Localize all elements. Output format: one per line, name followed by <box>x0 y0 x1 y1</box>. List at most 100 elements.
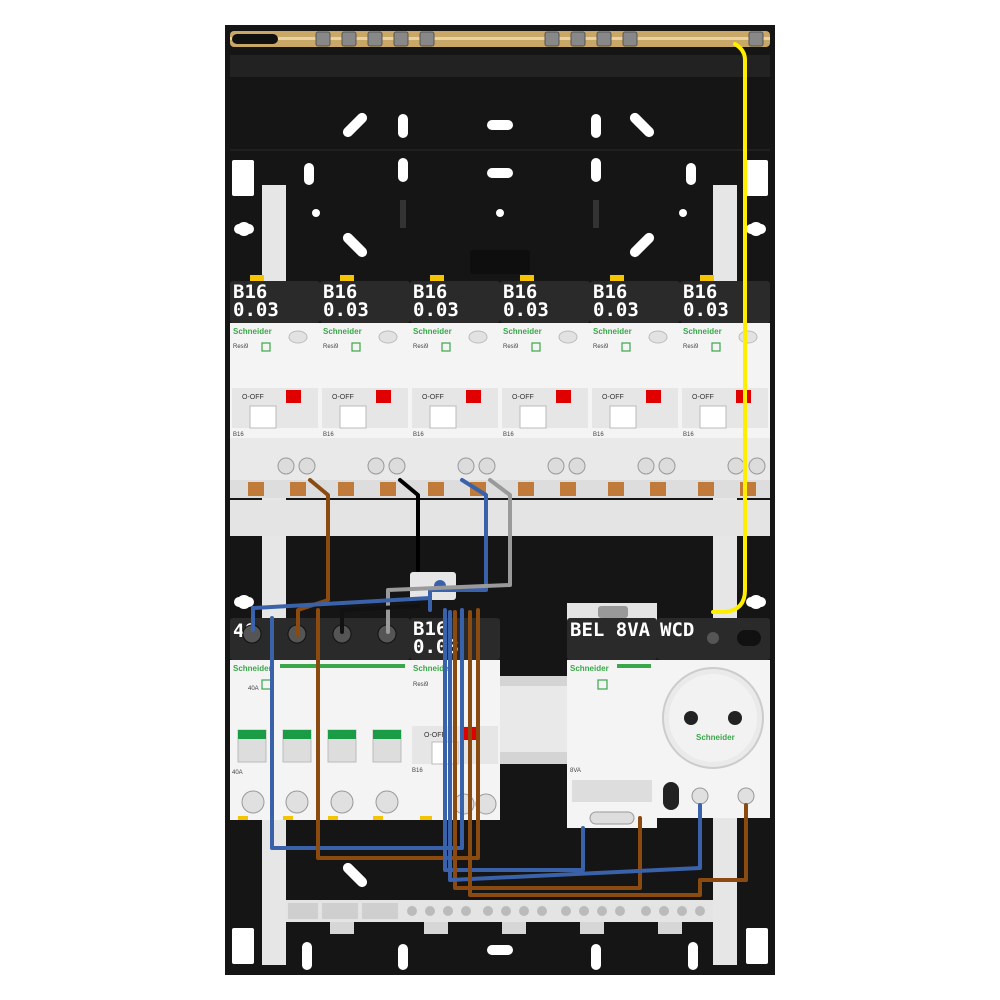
test-button[interactable] <box>288 330 308 344</box>
rcbo-sensitivity: 0.03 <box>413 299 459 321</box>
rcbo-b-mark: B16 <box>683 432 694 438</box>
off-text: O-OFF <box>602 394 624 401</box>
test-button[interactable] <box>738 330 758 344</box>
blank-cover-strip <box>230 500 770 536</box>
rcbo-lever[interactable] <box>429 405 457 429</box>
rcbo-clip <box>430 275 444 281</box>
trip-indicator <box>286 390 301 403</box>
test-button[interactable] <box>378 330 398 344</box>
test-button[interactable] <box>648 330 668 344</box>
rcbo-bottom-rating: B16 <box>413 618 447 640</box>
off-text: O-OFF <box>422 394 444 401</box>
socket-label: WCD <box>660 619 694 641</box>
terminal-screw <box>748 457 766 475</box>
line-wire <box>398 478 420 572</box>
rcbo-brand: Schneider <box>503 327 542 336</box>
terminal-screw <box>388 457 406 475</box>
svg-text:Schneider: Schneider <box>696 733 735 742</box>
terminal-screw <box>298 457 316 475</box>
terminal-screw <box>568 457 586 475</box>
grey-wire <box>386 478 512 634</box>
terminal-screw <box>658 457 676 475</box>
rcbo-b-mark: B16 <box>413 432 424 438</box>
terminal-screw <box>367 457 385 475</box>
off-text: O-OFF <box>332 394 354 401</box>
rcbo-series: Resi9 <box>683 344 699 350</box>
rcbo-clip <box>700 275 714 281</box>
bell-transformer-label: BEL 8VA <box>570 619 651 641</box>
trip-indicator <box>646 390 661 403</box>
rcbo-series: Resi9 <box>593 344 609 350</box>
bell-transformer: BEL 8VA Schneider 8VA <box>567 603 657 828</box>
rcbo-brand: Schneider <box>323 327 362 336</box>
rcbo-rating: B16 <box>503 281 537 303</box>
test-button[interactable] <box>558 330 578 344</box>
cover-recess <box>470 250 530 274</box>
trip-indicator <box>556 390 571 403</box>
rcbo-clip <box>250 275 264 281</box>
rcbo-rating: B16 <box>683 281 717 303</box>
rcbo-series: Resi9 <box>233 344 249 350</box>
terminal-strip <box>286 900 713 934</box>
rcbo-brand: Schneider <box>413 327 452 336</box>
rcbo-b-mark: B16 <box>593 432 604 438</box>
connector-block <box>410 572 456 600</box>
main-switch-levers[interactable] <box>237 729 402 763</box>
rcbo-b-mark: B16 <box>323 432 334 438</box>
rcbo-label-holder <box>320 281 410 323</box>
rcbo-label-holder <box>230 281 320 323</box>
home-icon <box>597 679 608 690</box>
din-socket: WCD Schneider <box>657 618 770 818</box>
rcbo-lever[interactable] <box>519 405 547 429</box>
rcbo-clip <box>520 275 534 281</box>
rcbo-label-holder <box>590 281 680 323</box>
side-clips <box>232 160 768 970</box>
rcbo-lever[interactable] <box>339 405 367 429</box>
rcbo-series: Resi9 <box>503 344 519 350</box>
terminal-screw <box>457 457 475 475</box>
rcbo-brand: Schneider <box>683 327 722 336</box>
rcbo-rating: B16 <box>323 281 357 303</box>
rcbo-rating: B16 <box>233 281 267 303</box>
svg-text:8VA: 8VA <box>570 768 581 774</box>
rcbo-lever[interactable] <box>609 405 637 429</box>
home-icon <box>261 342 271 352</box>
rcbo-sensitivity: 0.03 <box>683 299 729 321</box>
cover-mounting-holes <box>304 112 696 258</box>
rcbo-bottom-sensitivity: 0.03 <box>413 636 459 658</box>
test-button[interactable] <box>468 330 488 344</box>
svg-text:40A: 40A <box>232 770 243 776</box>
home-icon <box>531 342 541 352</box>
rcbo-label-holder <box>410 281 500 323</box>
rcbo-label-holder <box>500 281 590 323</box>
off-text: O-OFF <box>512 394 534 401</box>
top-row-rcbos: B160.03SchneiderResi9O-OFFB16B160.03Schn… <box>230 275 770 480</box>
terminal-screw <box>277 457 295 475</box>
terminal-screw <box>478 457 496 475</box>
terminal-screw <box>547 457 565 475</box>
rcbo-brand: Schneider <box>593 327 632 336</box>
rcbo-brand: Schneider <box>233 327 272 336</box>
svg-text:O-OFF: O-OFF <box>424 732 446 739</box>
earth-busbar <box>230 31 770 47</box>
rcbo-b-mark: B16 <box>503 432 514 438</box>
rcbo-clip <box>610 275 624 281</box>
main-switch-brand: Schneider <box>233 664 272 673</box>
rcbo-lever[interactable] <box>699 405 727 429</box>
svg-text:Schneider: Schneider <box>413 664 452 673</box>
rcbo-b-mark: B16 <box>233 432 244 438</box>
home-icon <box>711 342 721 352</box>
terminal-screw <box>637 457 655 475</box>
trip-indicator <box>376 390 391 403</box>
top-cover-strip <box>230 55 770 77</box>
home-icon <box>351 342 361 352</box>
svg-text:Resi9: Resi9 <box>413 682 429 688</box>
rcbo-lever[interactable] <box>249 405 277 429</box>
